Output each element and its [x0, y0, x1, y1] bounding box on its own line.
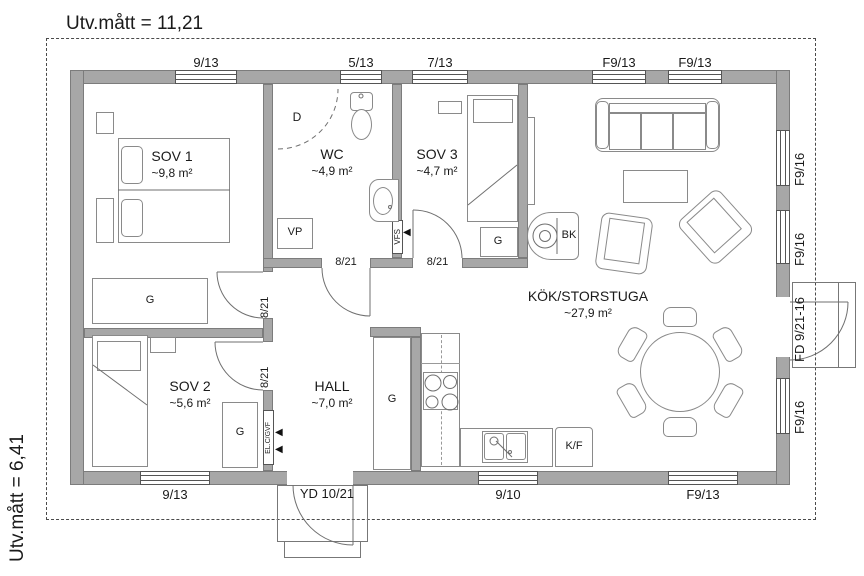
window-label: 5/13: [348, 55, 374, 70]
window-label: F9/13: [602, 55, 636, 70]
nightstand: [96, 112, 114, 134]
entry-door-opening: [287, 471, 353, 485]
entry-door-label: YD 10/21: [299, 486, 355, 501]
dining-chair: [663, 417, 697, 437]
window-label: 7/13: [427, 55, 453, 70]
sofa-cushion: [641, 113, 673, 150]
door-size-label: 8/21: [259, 296, 271, 318]
wall-wc-hall-b: [370, 258, 413, 268]
overall-width-dimension: Utv.mått = 11,21: [66, 13, 204, 34]
pillow: [473, 99, 513, 123]
window-sov1: [175, 70, 237, 84]
electrical-cabinet: EL.C/GVF: [263, 410, 274, 465]
overall-depth-dimension: Utv.mått = 6,41: [7, 434, 28, 562]
room-label-sov3: SOV 3~4,7 m²: [416, 146, 458, 178]
wall-sov3-hall: [462, 258, 528, 268]
wall-exterior-left: [70, 70, 84, 485]
window-label: 9/13: [193, 55, 219, 70]
room-label-sov1: SOV 1~9,8 m²: [151, 148, 193, 180]
pillow: [121, 146, 143, 184]
counter-divider-line: [421, 363, 460, 364]
wall-wc-hall-a: [263, 258, 322, 268]
wardrobe-label: G: [387, 393, 397, 405]
shelf: [438, 101, 462, 114]
window-living-right-1: [776, 130, 790, 186]
heater-label: VP: [287, 226, 303, 238]
terrace-deck-edge: [838, 282, 839, 368]
vent-arrow-icon: ◀: [403, 227, 411, 238]
door-size-label: 8/21: [259, 366, 271, 388]
wall-sov1-wc: [263, 84, 273, 272]
room-label-kok: KÖK/STORSTUGA~27,9 m²: [527, 288, 649, 320]
coffee-table: [623, 170, 688, 203]
window-label: 9/10: [495, 487, 521, 502]
wall-hall-spine-mid: [263, 318, 273, 342]
washbasin-bowl: [373, 187, 393, 215]
fireplace-label: BK: [561, 229, 577, 241]
wardrobe-label: G: [493, 235, 503, 247]
window-label: F9/16: [792, 400, 807, 434]
site-boundary-line: [46, 38, 816, 520]
ventilation-shaft: VFS: [392, 220, 403, 254]
pillow: [121, 199, 143, 237]
wardrobe-label: G: [235, 426, 245, 438]
wall-closet-top: [370, 327, 421, 337]
tv-bench: [527, 117, 535, 205]
stove: [423, 372, 458, 410]
dining-table: [640, 332, 720, 412]
sofa-back: [609, 103, 706, 113]
terrace-door-opening: [776, 297, 790, 357]
wardrobe-sov1: [92, 278, 208, 324]
window-living-right-3: [776, 378, 790, 434]
window-living-top-2: [668, 70, 722, 84]
sink-basin: [506, 433, 526, 460]
entry-porch-step: [284, 541, 361, 558]
window-label: 9/13: [162, 487, 188, 502]
window-sov3: [412, 70, 468, 84]
sink-basin: [484, 433, 504, 460]
room-label-hall: HALL~7,0 m²: [311, 378, 353, 410]
room-label-wc: WC~4,9 m²: [311, 146, 353, 178]
shower-label: D: [292, 110, 302, 124]
fridge-freezer: [555, 427, 593, 467]
toilet-bowl: [351, 109, 372, 140]
window-label: F9/16: [792, 152, 807, 186]
water-heater-box: [277, 218, 313, 249]
door-size-label: 8/21: [426, 256, 449, 268]
armchair: [594, 211, 654, 276]
wall-closet-right: [411, 337, 421, 471]
window-living-right-2: [776, 210, 790, 264]
window-living-bottom: [668, 471, 738, 485]
door-size-label: 8/21: [335, 256, 357, 268]
electrical-arrow2-icon: ◀: [275, 444, 283, 455]
window-kitchen: [478, 471, 538, 485]
sofa-armrest: [596, 101, 609, 149]
terrace-door-label: FD 9/21-16: [792, 296, 807, 362]
fridge-freezer-label: K/F: [565, 440, 583, 452]
electrical-arrow-icon: ◀: [275, 427, 283, 438]
window-wc: [340, 70, 382, 84]
sofa-armrest: [706, 101, 719, 149]
wardrobe-sov2: [222, 402, 258, 468]
wall-wc-sov3: [392, 84, 402, 258]
nightstand: [96, 198, 114, 243]
wardrobe-label: G: [145, 294, 155, 306]
window-living-top-1: [592, 70, 646, 84]
pillow: [97, 341, 141, 371]
wardrobe-sov3: [480, 227, 518, 257]
bedside-table: [150, 337, 176, 353]
window-label: F9/13: [686, 487, 720, 502]
hall-closet: [373, 337, 411, 470]
sofa-cushion: [609, 113, 641, 150]
sofa-cushion: [673, 113, 706, 150]
window-label: F9/13: [678, 55, 712, 70]
window-label: F9/16: [792, 232, 807, 266]
dining-chair: [663, 307, 697, 327]
window-sov2: [140, 471, 210, 485]
room-label-sov2: SOV 2~5,6 m²: [169, 378, 211, 410]
